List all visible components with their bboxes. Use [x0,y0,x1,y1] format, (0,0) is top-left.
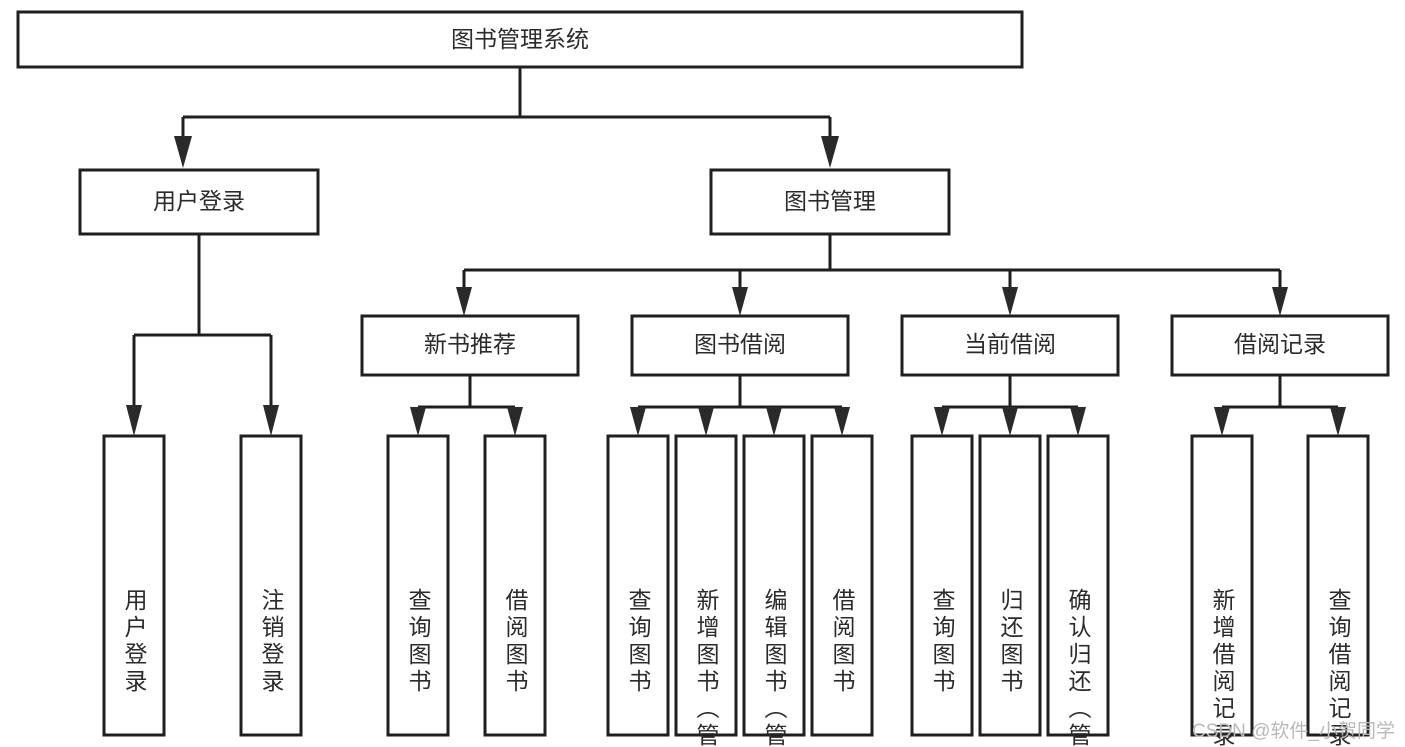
node-book-management-label: 图书管理 [784,188,876,214]
leaf-new-book-recommend-1[interactable]: 借阅图书 [483,434,547,737]
arrowhead-borrow-record [1272,287,1288,316]
leaf-user-login-0[interactable]: 用户登录 [102,434,166,737]
arrowhead-book-borrow [732,287,748,316]
leaf-book-borrow-3-box[interactable] [810,434,874,737]
leaf-book-borrow-3-label: 借阅图书 [829,588,856,696]
leaf-current-borrow-0-label: 查询图书 [929,588,956,696]
leaf-new-book-recommend-0-box[interactable] [386,434,450,737]
node-current-borrow[interactable]: 当前借阅 [900,314,1120,377]
arrowhead-leaf-new-book-1 [507,407,523,436]
node-book-borrow[interactable]: 图书借阅 [630,314,850,377]
node-borrow-record-box[interactable] [1170,314,1390,377]
arrowhead-leaf-book-borrow-3 [834,407,850,436]
arrowhead-leaf-book-borrow-0 [630,407,646,436]
leaf-current-borrow-0[interactable]: 查询图书 [910,434,974,737]
leaf-borrow-record-0[interactable]: 新增借阅记录 [1190,434,1254,747]
node-book-management-box[interactable] [709,168,951,236]
arrowhead-leaf-user-login-0 [126,405,142,436]
leaf-book-borrow-0[interactable]: 查询图书 [606,434,670,737]
node-current-borrow-box[interactable] [900,314,1120,377]
leaf-book-borrow-1-label: 新增图书（管理员） [693,588,720,747]
leaf-current-borrow-2-label: 确认归还（管理员） [1065,588,1092,747]
leaf-book-borrow-3[interactable]: 借阅图书 [810,434,874,737]
leaf-current-borrow-1-label: 归还图书 [997,588,1024,696]
leaf-borrow-record-1[interactable]: 查询借阅记录 [1306,434,1370,747]
node-root[interactable]: 图书管理系统 [16,10,1024,69]
connector-layer [126,67,1346,436]
node-user-login-label: 用户登录 [153,188,245,214]
leaf-book-borrow-0-box[interactable] [606,434,670,737]
leaf-current-borrow-2[interactable]: 确认归还（管理员） [1046,434,1110,747]
node-root-box[interactable] [16,10,1024,69]
leaf-current-borrow-1[interactable]: 归还图书 [978,434,1042,737]
node-root-label: 图书管理系统 [451,26,589,52]
leaf-new-book-recommend-0-label: 查询图书 [405,588,432,696]
node-new-book-recommend-box[interactable] [360,314,580,377]
node-new-book-recommend-label: 新书推荐 [424,331,516,357]
leaf-borrow-record-1-label: 查询借阅记录 [1325,588,1352,747]
leaf-user-login-1-label: 注销登录 [258,588,285,696]
leaf-new-book-recommend-0[interactable]: 查询图书 [386,434,450,737]
leaf-current-borrow-0-box[interactable] [910,434,974,737]
node-borrow-record-label: 借阅记录 [1234,331,1326,357]
arrowhead-new-book-recommend [456,287,472,316]
leaf-borrow-record-0-label: 新增借阅记录 [1209,588,1236,747]
leaf-borrow-record-1-box[interactable] [1306,434,1370,737]
node-book-borrow-label: 图书借阅 [694,331,786,357]
leaf-user-login-1-box[interactable] [239,434,303,737]
leaf-current-borrow-1-box[interactable] [978,434,1042,737]
node-borrow-record[interactable]: 借阅记录 [1170,314,1390,377]
leaf-book-borrow-2[interactable]: 编辑图书（管理员） [742,434,806,747]
leaf-borrow-record-0-box[interactable] [1190,434,1254,737]
arrowhead-user-login [174,136,192,168]
arrowhead-current-borrow [1002,287,1018,316]
arrowhead-leaf-current-borrow-2 [1070,407,1086,436]
leaf-user-login-1[interactable]: 注销登录 [239,434,303,737]
arrowhead-leaf-user-login-1 [263,405,279,436]
node-book-management[interactable]: 图书管理 [709,168,951,236]
arrowhead-leaf-book-borrow-1 [698,407,714,436]
leaf-user-login-0-box[interactable] [102,434,166,737]
node-user-login[interactable]: 用户登录 [78,168,320,236]
arrowhead-book-mgmt [821,136,839,168]
arrowhead-leaf-book-borrow-2 [766,407,782,436]
leaf-new-book-recommend-1-label: 借阅图书 [502,588,529,696]
arrowhead-leaf-current-borrow-0 [934,407,950,436]
node-book-borrow-box[interactable] [630,314,850,377]
leaf-book-borrow-1-box[interactable] [674,434,738,737]
arrowhead-leaf-new-book-0 [410,407,426,436]
leaf-new-book-recommend-1-box[interactable] [483,434,547,737]
node-user-login-box[interactable] [78,168,320,236]
leaf-book-borrow-0-label: 查询图书 [625,588,652,696]
leaf-current-borrow-2-box[interactable] [1046,434,1110,737]
arrowhead-leaf-current-borrow-1 [1002,407,1018,436]
leaf-user-login-0-label: 用户登录 [121,588,148,696]
leaf-book-borrow-1[interactable]: 新增图书（管理员） [674,434,738,747]
leaf-book-borrow-2-label: 编辑图书（管理员） [761,588,788,747]
arrowhead-leaf-borrow-record-0 [1214,407,1230,436]
arrowhead-leaf-borrow-record-1 [1330,407,1346,436]
leaf-book-borrow-2-box[interactable] [742,434,806,737]
node-current-borrow-label: 当前借阅 [964,331,1056,357]
node-new-book-recommend[interactable]: 新书推荐 [360,314,580,377]
